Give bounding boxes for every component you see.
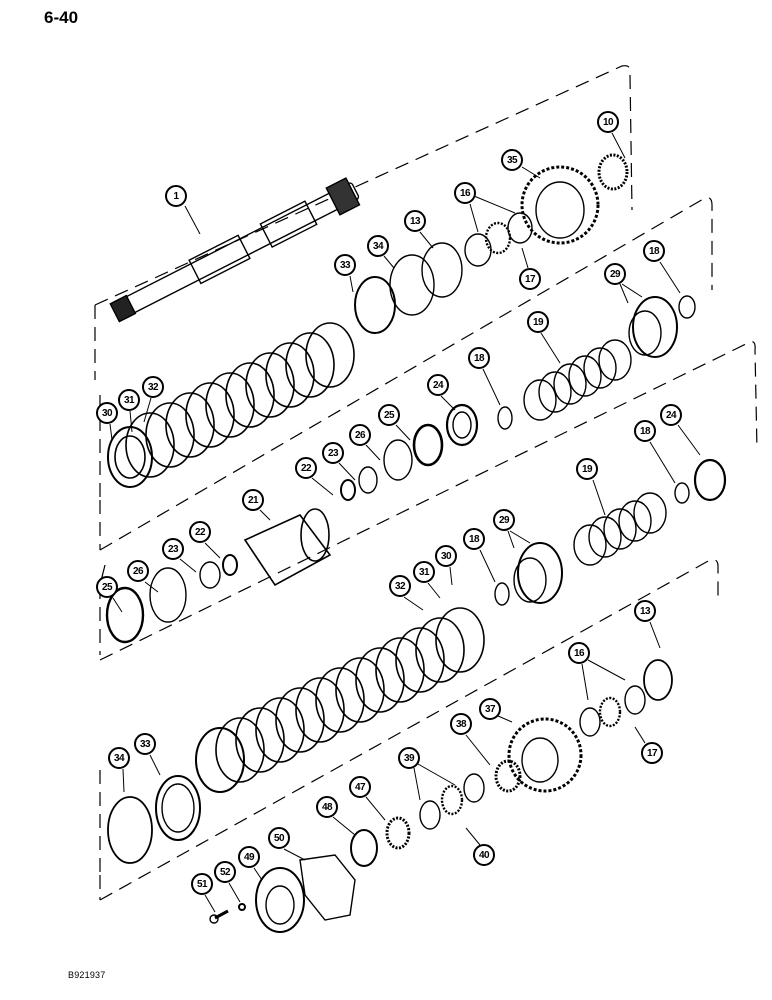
main-shaft <box>109 177 361 323</box>
callout-22: 22 <box>189 521 211 543</box>
callout-24: 24 <box>660 404 682 426</box>
callout-23: 23 <box>322 442 344 464</box>
callout-21: 21 <box>242 489 264 511</box>
callout-16: 16 <box>454 182 476 204</box>
callout-47: 47 <box>349 776 371 798</box>
page-number: 6-40 <box>44 8 79 27</box>
callout-23: 23 <box>162 538 184 560</box>
callout-22: 22 <box>295 457 317 479</box>
callout-1: 1 <box>165 185 187 207</box>
callout-34: 34 <box>108 747 130 769</box>
callout-52: 52 <box>214 861 236 883</box>
callout-30: 30 <box>96 402 118 424</box>
callout-33: 33 <box>334 254 356 276</box>
callout-10: 10 <box>597 111 619 133</box>
callout-38: 38 <box>450 713 472 735</box>
callout-29: 29 <box>604 263 626 285</box>
callout-25: 25 <box>378 404 400 426</box>
clutch-pack-lower <box>195 607 485 793</box>
callout-26: 26 <box>127 560 149 582</box>
callout-13: 13 <box>404 210 426 232</box>
callout-18: 18 <box>643 240 665 262</box>
leader-lines <box>109 132 701 913</box>
callout-39: 39 <box>398 747 420 769</box>
callout-18: 18 <box>468 347 490 369</box>
callout-29: 29 <box>493 509 515 531</box>
callout-35: 35 <box>501 149 523 171</box>
callout-31: 31 <box>118 389 140 411</box>
spring-upper <box>523 339 632 421</box>
callout-31: 31 <box>413 561 435 583</box>
spring-lower <box>573 492 667 566</box>
callout-24: 24 <box>427 374 449 396</box>
callout-25: 25 <box>96 576 118 598</box>
figure-id: B921937 <box>68 970 106 980</box>
clutch-hub <box>243 508 332 587</box>
callout-30: 30 <box>435 545 457 567</box>
callout-19: 19 <box>576 458 598 480</box>
callout-32: 32 <box>389 575 411 597</box>
callout-18: 18 <box>463 528 485 550</box>
callout-26: 26 <box>349 424 371 446</box>
callout-33: 33 <box>134 733 156 755</box>
callout-19: 19 <box>527 311 549 333</box>
callout-32: 32 <box>142 376 164 398</box>
callout-16: 16 <box>568 642 590 664</box>
callout-40: 40 <box>473 844 495 866</box>
callout-18: 18 <box>634 420 656 442</box>
assembly-outline <box>94 65 758 901</box>
clutch-pack-upper <box>107 322 355 488</box>
callout-17: 17 <box>641 742 663 764</box>
callout-51: 51 <box>191 873 213 895</box>
callout-13: 13 <box>634 600 656 622</box>
callout-17: 17 <box>519 268 541 290</box>
callout-50: 50 <box>268 827 290 849</box>
callout-49: 49 <box>238 846 260 868</box>
callout-34: 34 <box>367 235 389 257</box>
callout-37: 37 <box>479 698 501 720</box>
callout-48: 48 <box>316 796 338 818</box>
